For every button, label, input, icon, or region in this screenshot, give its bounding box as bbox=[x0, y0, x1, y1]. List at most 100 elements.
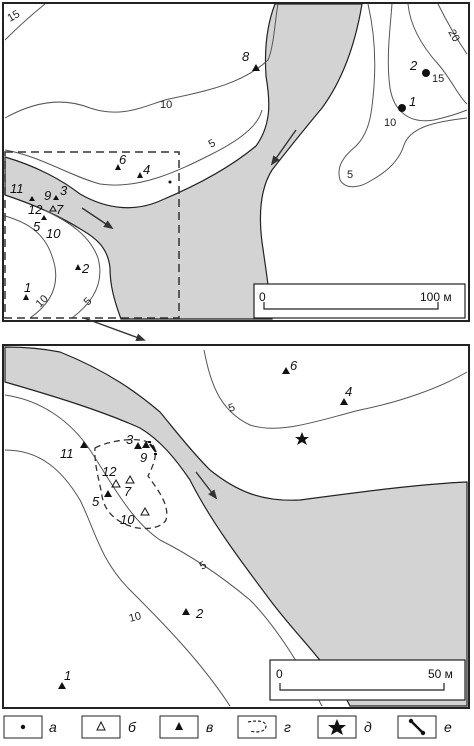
top-site-12-label: 12 bbox=[28, 202, 43, 217]
top-contour-5-right bbox=[338, 3, 468, 188]
bottom-site-3-triangle bbox=[134, 442, 142, 449]
bottom-map: 5 5 10 6 4 11 3 9 12 7 5 10 2 1 0 bbox=[2, 344, 470, 709]
bottom-site-9-label: 9 bbox=[140, 450, 147, 465]
inset-connector-arrow bbox=[83, 317, 146, 341]
bottom-site-11-triangle bbox=[80, 441, 88, 448]
top-flow-arrow-main bbox=[270, 129, 297, 166]
top-contour-label-10-right: 10 bbox=[384, 117, 396, 129]
top-site-7-triangle bbox=[49, 205, 57, 212]
top-contour-10-upper bbox=[4, 3, 279, 119]
top-river bbox=[4, 3, 363, 320]
filled-triangle-icon bbox=[175, 722, 183, 730]
top-site-4-triangle bbox=[137, 172, 143, 178]
legend-label-a: а bbox=[49, 719, 57, 735]
top-site-star-dot bbox=[168, 180, 172, 184]
bottom-site-6-triangle bbox=[282, 367, 290, 374]
dashed-outline-icon bbox=[247, 720, 267, 733]
top-site-6-label: 6 bbox=[119, 152, 127, 167]
bottom-contour-5-lower bbox=[4, 394, 323, 707]
bone-icon bbox=[411, 721, 423, 733]
legend-label-d: д bbox=[364, 719, 372, 735]
top-contour-label-5-left: 5 bbox=[207, 137, 218, 150]
bottom-site-7-label: 7 bbox=[124, 484, 132, 499]
top-contour-5-upper bbox=[4, 109, 263, 186]
bottom-site-2-label: 2 bbox=[195, 606, 204, 621]
top-site-8-label: 8 bbox=[242, 49, 250, 64]
bone-icon-end-2 bbox=[420, 730, 426, 736]
bone-icon-end-1 bbox=[408, 718, 414, 724]
top-site-2-label: 2 bbox=[409, 58, 418, 73]
top-site-1b-label: 1 bbox=[24, 280, 31, 295]
top-scale-box bbox=[253, 283, 466, 319]
top-scale-zero: 0 bbox=[259, 290, 266, 304]
top-contour-15-upper bbox=[4, 3, 46, 41]
legend-label-g: г bbox=[284, 719, 291, 735]
star-icon bbox=[328, 719, 346, 735]
bottom-site-5-label: 5 bbox=[92, 494, 100, 509]
bottom-site-9-triangle bbox=[142, 441, 150, 448]
bottom-site-3-label: 3 bbox=[126, 432, 134, 447]
bottom-site-7-triangle bbox=[125, 474, 135, 484]
top-contour-15-right bbox=[407, 3, 468, 105]
bottom-site-12-triangle bbox=[111, 478, 121, 488]
top-contour-label-15-top: 15 bbox=[6, 8, 23, 25]
top-site-11-triangle bbox=[29, 196, 35, 201]
top-contour-label-10-left: 10 bbox=[160, 99, 172, 111]
legend-label-v: в bbox=[206, 719, 213, 735]
bottom-contour-label-5-upper: 5 bbox=[227, 401, 237, 414]
top-site-1-dot bbox=[398, 104, 406, 112]
bottom-contour-10 bbox=[4, 449, 231, 707]
top-site-10-label: 10 bbox=[46, 226, 61, 241]
legend-box-open-triangle bbox=[81, 715, 121, 739]
bottom-site-bone-icon bbox=[148, 441, 157, 455]
top-contour-10-bl bbox=[4, 215, 57, 319]
bottom-site-4-triangle bbox=[340, 398, 348, 405]
top-contour-label-15-right: 15 bbox=[432, 73, 444, 85]
bottom-scale-end: 50 м bbox=[428, 667, 453, 681]
top-site-1b-triangle bbox=[23, 294, 29, 300]
top-site-6-triangle bbox=[115, 164, 121, 170]
top-scale-end: 100 м bbox=[420, 290, 452, 304]
open-triangle-icon bbox=[96, 720, 106, 731]
bottom-site-4-label: 4 bbox=[345, 384, 352, 399]
dot-icon bbox=[20, 724, 26, 730]
bottom-contour-label-10: 10 bbox=[128, 610, 143, 625]
bottom-contour-5-upper bbox=[203, 349, 468, 429]
bottom-site-2-triangle bbox=[182, 608, 190, 615]
top-site-8-triangle bbox=[252, 64, 260, 71]
bottom-scale-box bbox=[269, 659, 466, 701]
legend-label-e: е bbox=[444, 719, 452, 735]
top-site-1-label: 1 bbox=[409, 94, 416, 109]
bottom-site-6-label: 6 bbox=[290, 358, 298, 373]
top-site-7-label: 7 bbox=[56, 202, 64, 217]
top-flow-arrow-left bbox=[81, 207, 114, 230]
bottom-site-1-triangle bbox=[58, 682, 66, 689]
top-scale-bar bbox=[263, 302, 439, 310]
bottom-contour-label-5-lower: 5 bbox=[198, 559, 209, 572]
bottom-scale-bar bbox=[279, 683, 445, 691]
bottom-site-10-label: 10 bbox=[120, 512, 135, 527]
legend-box-dashed bbox=[237, 715, 277, 739]
top-site-11-label: 11 bbox=[10, 181, 24, 196]
bottom-site-11-label: 11 bbox=[60, 446, 74, 461]
bottom-site-1-label: 1 bbox=[64, 668, 71, 683]
bottom-site-10-triangle bbox=[140, 506, 150, 516]
legend-label-b: б bbox=[128, 719, 137, 735]
bottom-site-star bbox=[295, 432, 309, 445]
bottom-flow-arrow bbox=[195, 471, 218, 500]
bottom-scale-zero: 0 bbox=[276, 667, 283, 681]
top-site-5-label: 5 bbox=[33, 219, 41, 234]
top-site-2b-label: 2 bbox=[81, 261, 90, 276]
top-contour-20 bbox=[437, 3, 468, 55]
top-site-3-label: 3 bbox=[60, 183, 68, 198]
top-site-9-label: 9 bbox=[44, 188, 51, 203]
top-site-4-label: 4 bbox=[143, 162, 150, 177]
top-site-2-dot bbox=[422, 69, 430, 77]
top-map: 15 20 15 10 5 10 5 10 5 1 2 8 6 4 11 9 3… bbox=[2, 2, 470, 322]
bottom-excavation-outline bbox=[94, 438, 168, 530]
top-contour-label-20: 20 bbox=[445, 28, 462, 45]
legend: а б в г д е bbox=[3, 715, 452, 739]
bottom-site-12-label: 12 bbox=[102, 464, 117, 479]
top-contour-5-bl bbox=[43, 209, 101, 319]
